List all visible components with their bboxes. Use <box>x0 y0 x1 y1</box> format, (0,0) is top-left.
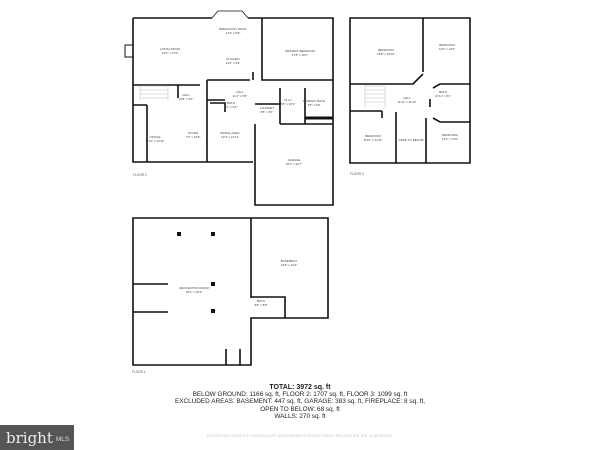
svg-text:FOYER: FOYER <box>188 131 199 135</box>
svg-text:7'8" x 9'8": 7'8" x 9'8" <box>307 103 320 107</box>
svg-text:PRIMARY BATH: PRIMARY BATH <box>303 99 325 103</box>
svg-text:11'11" x 11'10": 11'11" x 11'10" <box>397 100 416 104</box>
svg-text:16'8" x 16'10": 16'8" x 16'10" <box>377 52 395 56</box>
svg-text:BASEMENT: BASEMENT <box>281 259 298 263</box>
svg-text:LIVING ROOM: LIVING ROOM <box>160 47 181 51</box>
svg-text:BATH: BATH <box>439 90 447 94</box>
svg-text:30'4" x 30'3": 30'4" x 30'3" <box>186 290 202 294</box>
floor-2-walls <box>132 10 334 206</box>
svg-text:8'8" x 8'8": 8'8" x 8'8" <box>254 303 267 307</box>
svg-text:14'4" x 9'8": 14'4" x 9'8" <box>226 31 241 35</box>
svg-text:7'3" x 12'8": 7'3" x 12'8" <box>186 135 201 139</box>
svg-text:10'11" x 8'1": 10'11" x 8'1" <box>435 94 451 98</box>
svg-text:W.I.C: W.I.C <box>284 98 292 102</box>
walls-area: WALLS: 270 sq. ft <box>274 412 326 420</box>
svg-text:11'10" x 12'11": 11'10" x 12'11" <box>363 138 382 142</box>
excluded-areas: EXCLUDED AREAS: BASEMENT: 447 sq. ft, GA… <box>174 398 426 406</box>
svg-text:BEDROOM: BEDROOM <box>439 43 455 47</box>
floor-3-label: FLOOR 3 <box>350 172 364 176</box>
svg-text:DINING AREA: DINING AREA <box>220 131 239 135</box>
svg-text:HALL: HALL <box>236 90 244 94</box>
svg-text:18'1" x 20'7": 18'1" x 20'7" <box>286 162 302 166</box>
svg-text:12'4" x 13'11": 12'4" x 13'11" <box>221 135 239 139</box>
svg-text:5'6" x 10'3": 5'6" x 10'3" <box>281 102 296 106</box>
svg-text:OFFICE: OFFICE <box>150 135 161 139</box>
svg-text:BEDROOM: BEDROOM <box>365 134 381 138</box>
svg-text:14'4" x 9'8": 14'4" x 9'8" <box>226 61 241 65</box>
floor-2-stairs <box>139 85 169 100</box>
logo-suffix: MLS <box>55 435 70 443</box>
svg-text:RECREATION ROOM: RECREATION ROOM <box>179 286 209 290</box>
svg-text:GARAGE: GARAGE <box>288 158 301 162</box>
area-breakdown: BELOW GROUND: 1166 sq. ft, FLOOR 2: 1707… <box>192 391 408 399</box>
open-to-below: OPEN TO BELOW: 68 sq. ft <box>260 405 340 413</box>
svg-text:12'9" x 13'0": 12'9" x 13'0" <box>442 137 458 141</box>
svg-text:17'8" x 18'1": 17'8" x 18'1" <box>292 53 308 57</box>
svg-text:HALL: HALL <box>182 93 190 97</box>
svg-text:19'8" x 22'4": 19'8" x 22'4" <box>281 263 297 267</box>
svg-text:BATH: BATH <box>227 101 235 105</box>
svg-text:16'3" x 17'0": 16'3" x 17'0" <box>162 51 178 55</box>
svg-text:BREAKFAST NOOK: BREAKFAST NOOK <box>219 27 246 31</box>
svg-text:11'1" x 5'8": 11'1" x 5'8" <box>233 94 248 98</box>
bright-mls-logo: bright MLS <box>0 425 74 450</box>
svg-text:BEDROOM: BEDROOM <box>442 133 458 137</box>
total-area: TOTAL: 3972 sq. ft <box>269 384 331 391</box>
svg-text:BEDROOM: BEDROOM <box>378 48 394 52</box>
svg-text:BATH: BATH <box>257 299 265 303</box>
svg-text:5'8" x 8'1": 5'8" x 8'1" <box>260 110 273 114</box>
area-summary: TOTAL: 3972 sq. ft BELOW GROUND: 1166 sq… <box>0 384 600 420</box>
floor-2-label: FLOOR 2 <box>133 173 147 177</box>
svg-text:PRIMARY BEDROOM: PRIMARY BEDROOM <box>285 49 315 53</box>
floor-1-label: FLOOR 1 <box>132 370 146 374</box>
svg-text:HALL: HALL <box>403 96 411 100</box>
floor-1-columns <box>177 232 215 313</box>
svg-text:12'9" x 14'0": 12'9" x 14'0" <box>439 47 455 51</box>
svg-text:KITCHEN: KITCHEN <box>226 57 239 61</box>
fireplace-icon <box>124 44 134 58</box>
logo-brand: bright <box>6 428 53 447</box>
svg-text:OPEN TO BELOW: OPEN TO BELOW <box>398 138 423 142</box>
svg-text:11'10" x 12'11": 11'10" x 12'11" <box>145 139 164 143</box>
svg-text:LAUNDRY: LAUNDRY <box>260 106 274 110</box>
svg-text:12'8" x 6'6": 12'8" x 6'6" <box>179 97 194 101</box>
floor-3-walls <box>349 17 471 164</box>
floor-3-stairs <box>364 85 386 108</box>
disclaimer: FLOOR PLAN CREATED BY CUBICASA APP. MEAS… <box>206 434 394 438</box>
floor-1-walls <box>132 217 329 366</box>
svg-text:6'1" x 5'1": 6'1" x 5'1" <box>224 105 237 109</box>
